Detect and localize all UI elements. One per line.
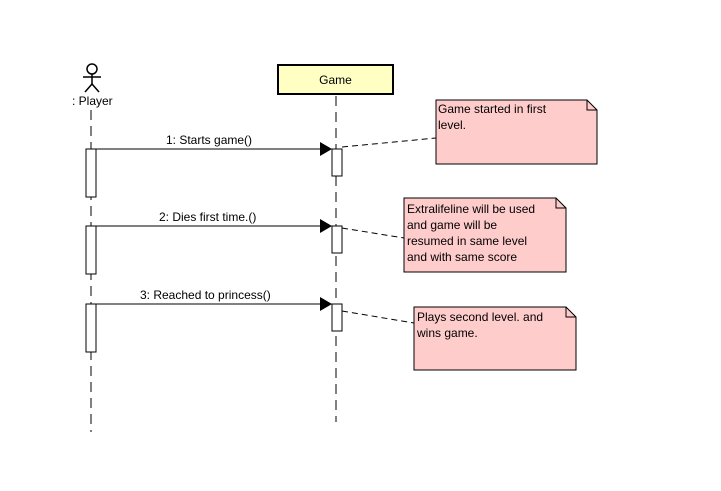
note-connector-2: [341, 227, 405, 239]
game-lifeline-label: Game: [319, 72, 352, 87]
note-1: [435, 99, 598, 165]
note-text-2: Extralifeline will be used and game will…: [407, 201, 535, 265]
message-label-2: 2: Dies first time.(): [159, 210, 257, 224]
game-lifeline-header: Game: [277, 64, 394, 95]
note-text-3: Plays second level. and wins game.: [417, 309, 543, 341]
message-label-1: 1: Starts game(): [166, 133, 253, 147]
player-activation-1: [85, 148, 97, 198]
message-label-3: 3: Reached to princess(): [140, 288, 271, 302]
message-arrow-2: [96, 219, 332, 233]
player-activation-2: [85, 225, 97, 275]
game-activation-3: [331, 303, 343, 332]
note-connector-3: [341, 310, 415, 324]
note-2-line-4: and with same score: [407, 250, 518, 264]
note-2-line-2: and game will be: [407, 218, 498, 232]
message-arrow-1: [96, 142, 332, 156]
note-2-line-1: Extralifeline will be used: [407, 202, 536, 216]
note-1-line-2: level.: [438, 118, 467, 132]
note-2: [403, 197, 567, 273]
player-activation-3: [85, 303, 97, 353]
message-arrow-3: [96, 297, 332, 311]
game-activation-1: [331, 148, 343, 177]
note-text-1: Game started in first level.: [438, 101, 546, 133]
game-activation-2: [331, 225, 343, 254]
stick-figure-icon: [83, 63, 101, 93]
note-connector-1: [341, 137, 437, 148]
note-1-line-1: Game started in first: [438, 102, 547, 116]
note-3-line-1: Plays second level. and: [417, 310, 544, 324]
note-2-line-3: resumed in same level: [407, 234, 528, 248]
actor-label: : Player: [72, 94, 113, 108]
note-3-line-2: wins game.: [417, 326, 478, 340]
note-3: [413, 306, 577, 371]
